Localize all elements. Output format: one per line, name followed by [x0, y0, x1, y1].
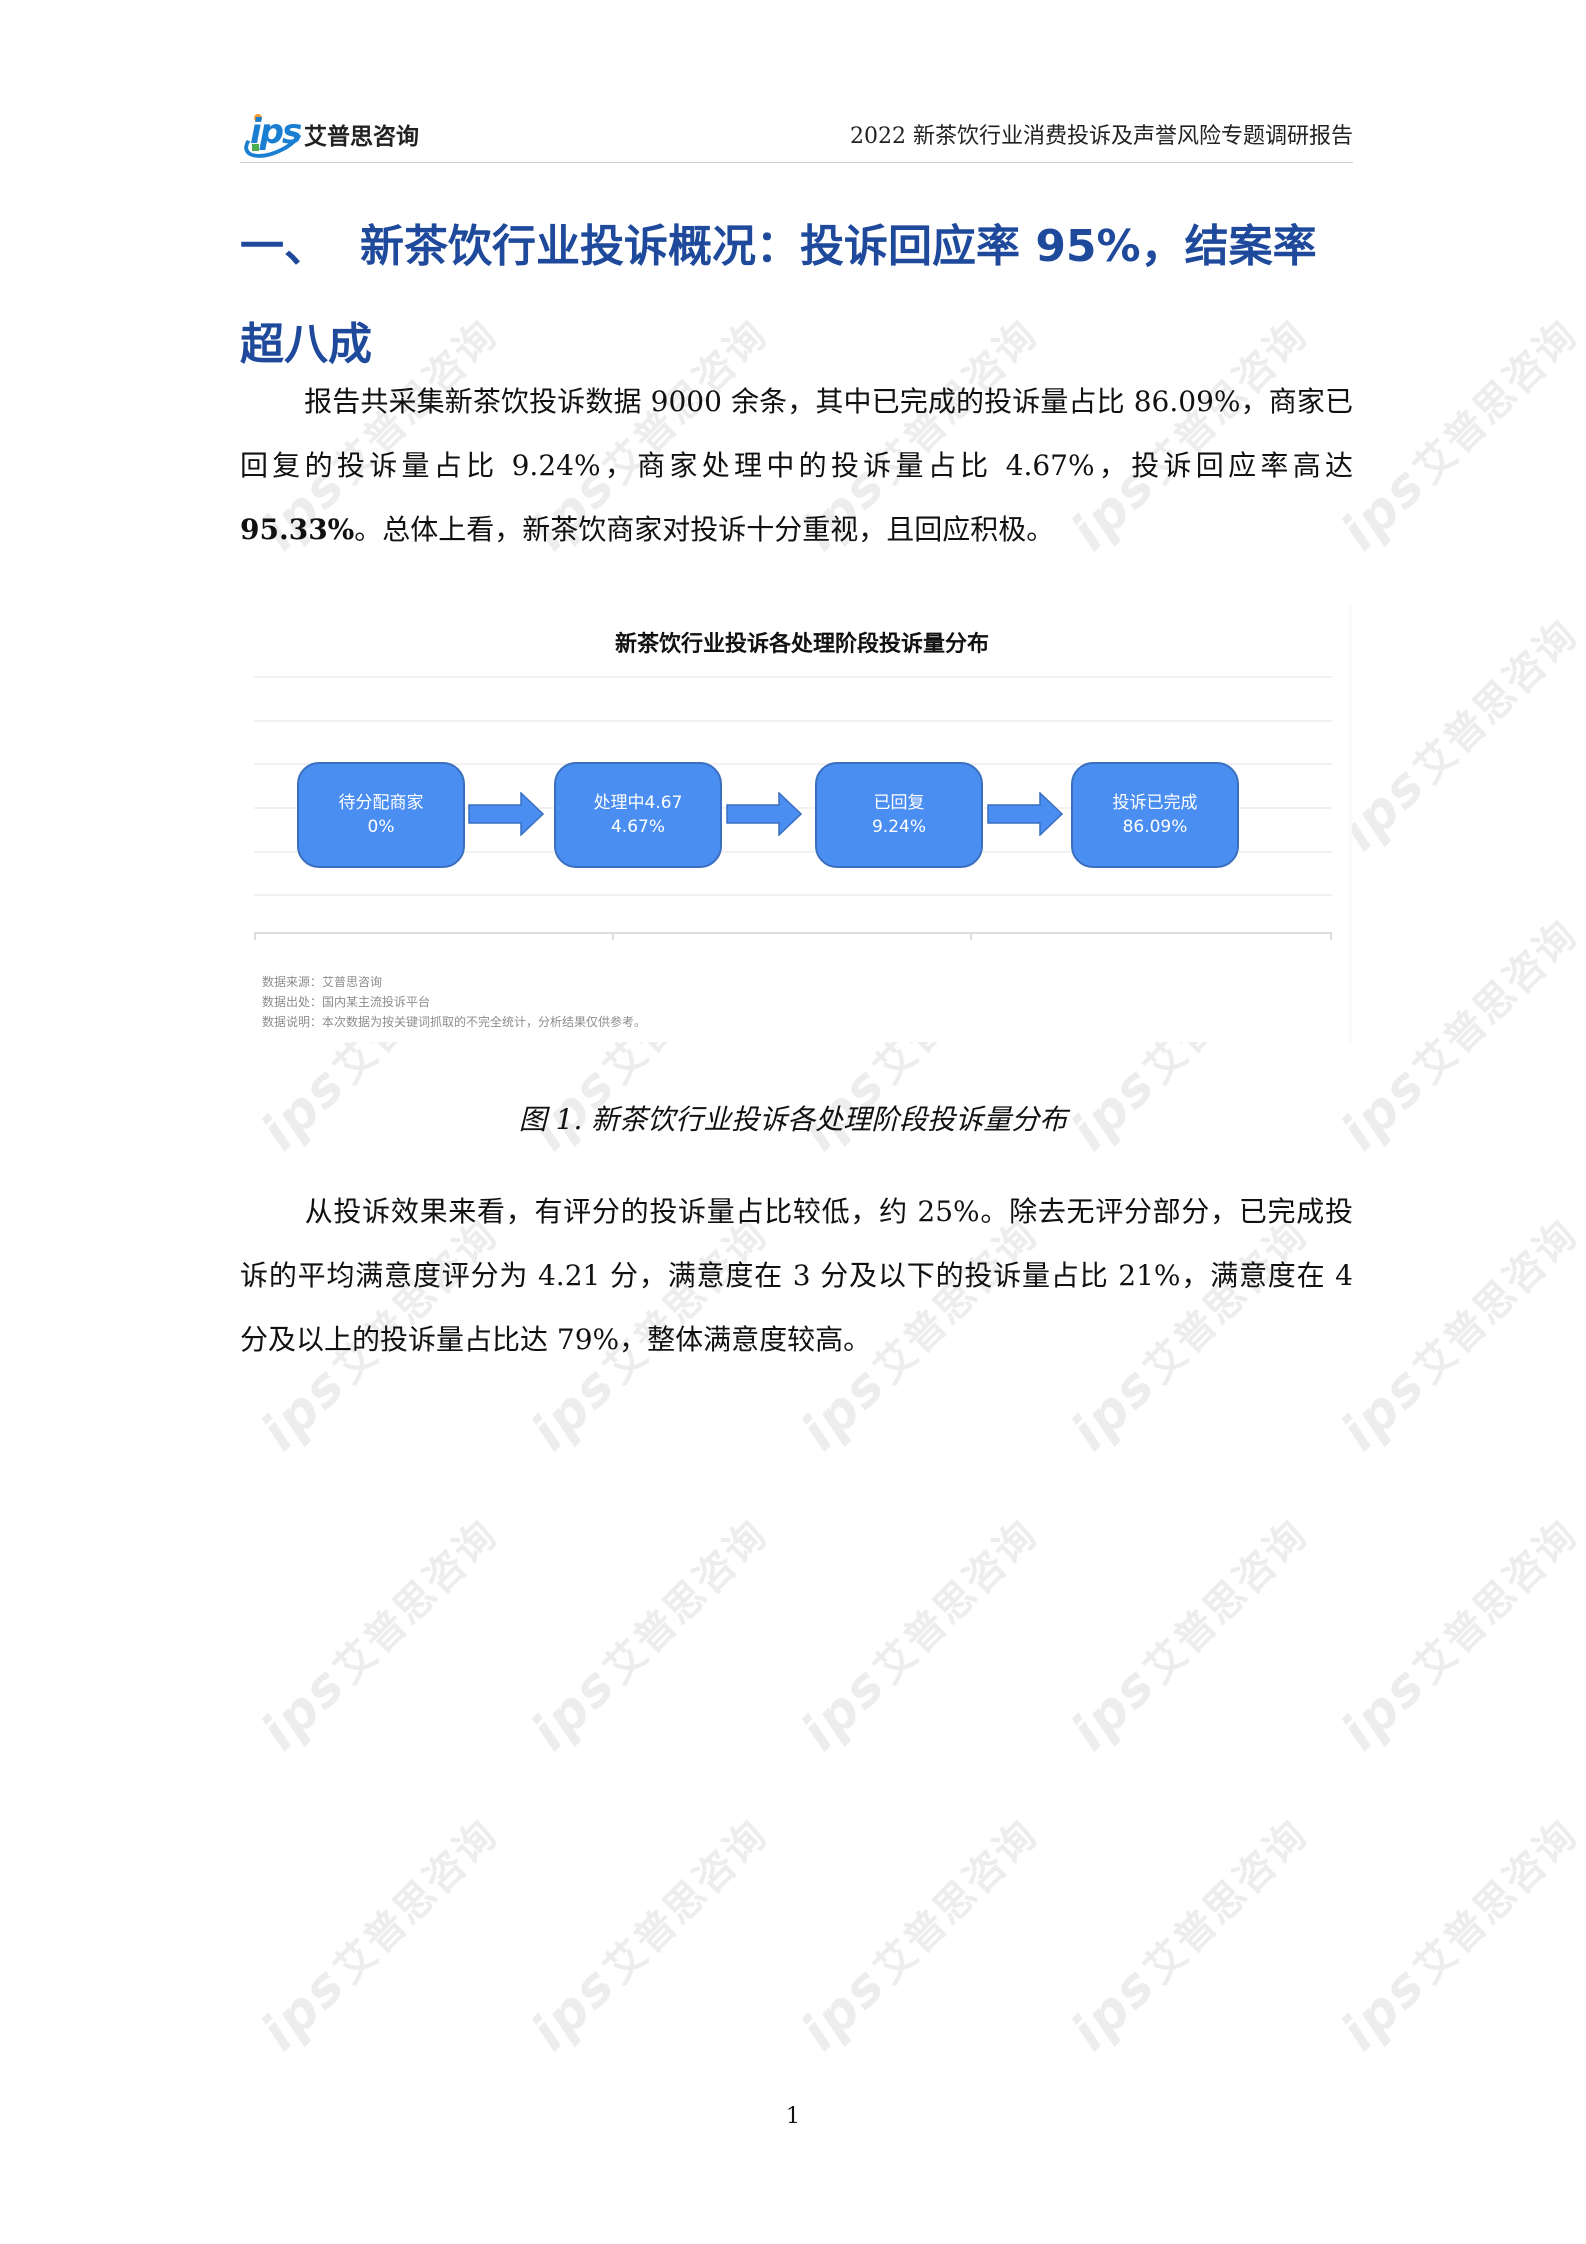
arrow-right-icon [987, 792, 1063, 836]
stage-value: 4.67% [610, 817, 665, 837]
stage-label: 已回复 [873, 793, 925, 813]
section-number: 一、 [240, 221, 328, 272]
paragraph-text: 从投诉效果来看，有评分的投诉量占比较低，约 25%。除去无评分部分，已完成投诉的… [240, 1195, 1353, 1356]
frame-tick [1330, 932, 1332, 940]
frame-tick [254, 932, 256, 940]
header-divider [240, 162, 1353, 163]
note-origin: 数据出处：国内某主流投诉平台 [262, 995, 431, 1009]
section-title-line2: 超八成 [240, 319, 372, 370]
frame-line [254, 932, 1332, 934]
stage-label: 处理中4.67 [593, 793, 683, 813]
stage-box-replied: 已回复 9.24% [815, 762, 983, 868]
paragraph-satisfaction: 从投诉效果来看，有评分的投诉量占比较低，约 25%。除去无评分部分，已完成投诉的… [240, 1180, 1353, 1372]
response-rate-emphasis: 95.33% [240, 513, 355, 546]
note-description: 数据说明：本次数据为按关键词抓取的不完全统计，分析结果仅供参考。 [262, 1015, 647, 1029]
stage-label: 待分配商家 [338, 793, 424, 813]
stage-box-pending-assign: 待分配商家 0% [297, 762, 465, 868]
report-title: 2022 新茶饮行业消费投诉及声誉风险专题调研报告 [850, 124, 1353, 149]
section-title-line1: 新茶饮行业投诉概况：投诉回应率 95%，结案率 [360, 221, 1317, 272]
frame-tick [612, 932, 614, 940]
grid-line [254, 720, 1332, 722]
process-flow: 待分配商家 0% 处理中4.67 4.67% 已回复 9.24% 投诉已完成 [252, 606, 1352, 1042]
page-header: ips 艾普思咨询 2022 新茶饮行业消费投诉及声誉风险专题调研报告 [238, 108, 1353, 167]
figure-caption: 图 1. 新茶饮行业投诉各处理阶段投诉量分布 [518, 1103, 1068, 1136]
stage-value: 9.24% [871, 817, 926, 837]
company-logo: ips 艾普思咨询 [238, 109, 419, 167]
figure-title: 新茶饮行业投诉各处理阶段投诉量分布 [614, 632, 989, 657]
grid-line [254, 894, 1332, 896]
paragraph-text: 。总体上看，新茶饮商家对投诉十分重视，且回应积极。 [354, 513, 1055, 546]
page-number: 1 [786, 2104, 800, 2129]
paragraph-overview: 报告共采集新茶饮投诉数据 9000 余条，其中已完成的投诉量占比 86.09%，… [240, 370, 1353, 562]
stage-value: 86.09% [1122, 817, 1188, 837]
grid-line [254, 763, 1332, 765]
figure-notes: 数据来源：艾普思咨询 数据出处：国内某主流投诉平台 数据说明：本次数据为按关键词… [262, 972, 646, 1032]
ips-logo-icon: ips [238, 109, 310, 167]
arrow-right-icon [726, 792, 802, 836]
grid-line [254, 851, 1332, 853]
stage-value: 0% [367, 817, 395, 837]
stage-label: 投诉已完成 [1112, 793, 1198, 813]
arrow-right-icon [468, 792, 544, 836]
note-source: 数据来源：艾普思咨询 [262, 975, 383, 989]
stage-box-completed: 投诉已完成 86.09% [1071, 762, 1239, 868]
company-name: 艾普思咨询 [304, 124, 419, 150]
paragraph-text: 报告共采集新茶饮投诉数据 9000 余条，其中已完成的投诉量占比 86.09%，… [240, 385, 1353, 482]
figure-stage-distribution: 新茶饮行业投诉各处理阶段投诉量分布 待分配商家 0% 处理中4.67 4.67% [252, 606, 1352, 1042]
frame-tick [970, 932, 972, 940]
stage-box-processing: 处理中4.67 4.67% [554, 762, 722, 868]
section-heading: 一、新茶饮行业投诉概况：投诉回应率 95%，结案率 超八成 [240, 198, 1360, 394]
grid-line [254, 676, 1332, 678]
